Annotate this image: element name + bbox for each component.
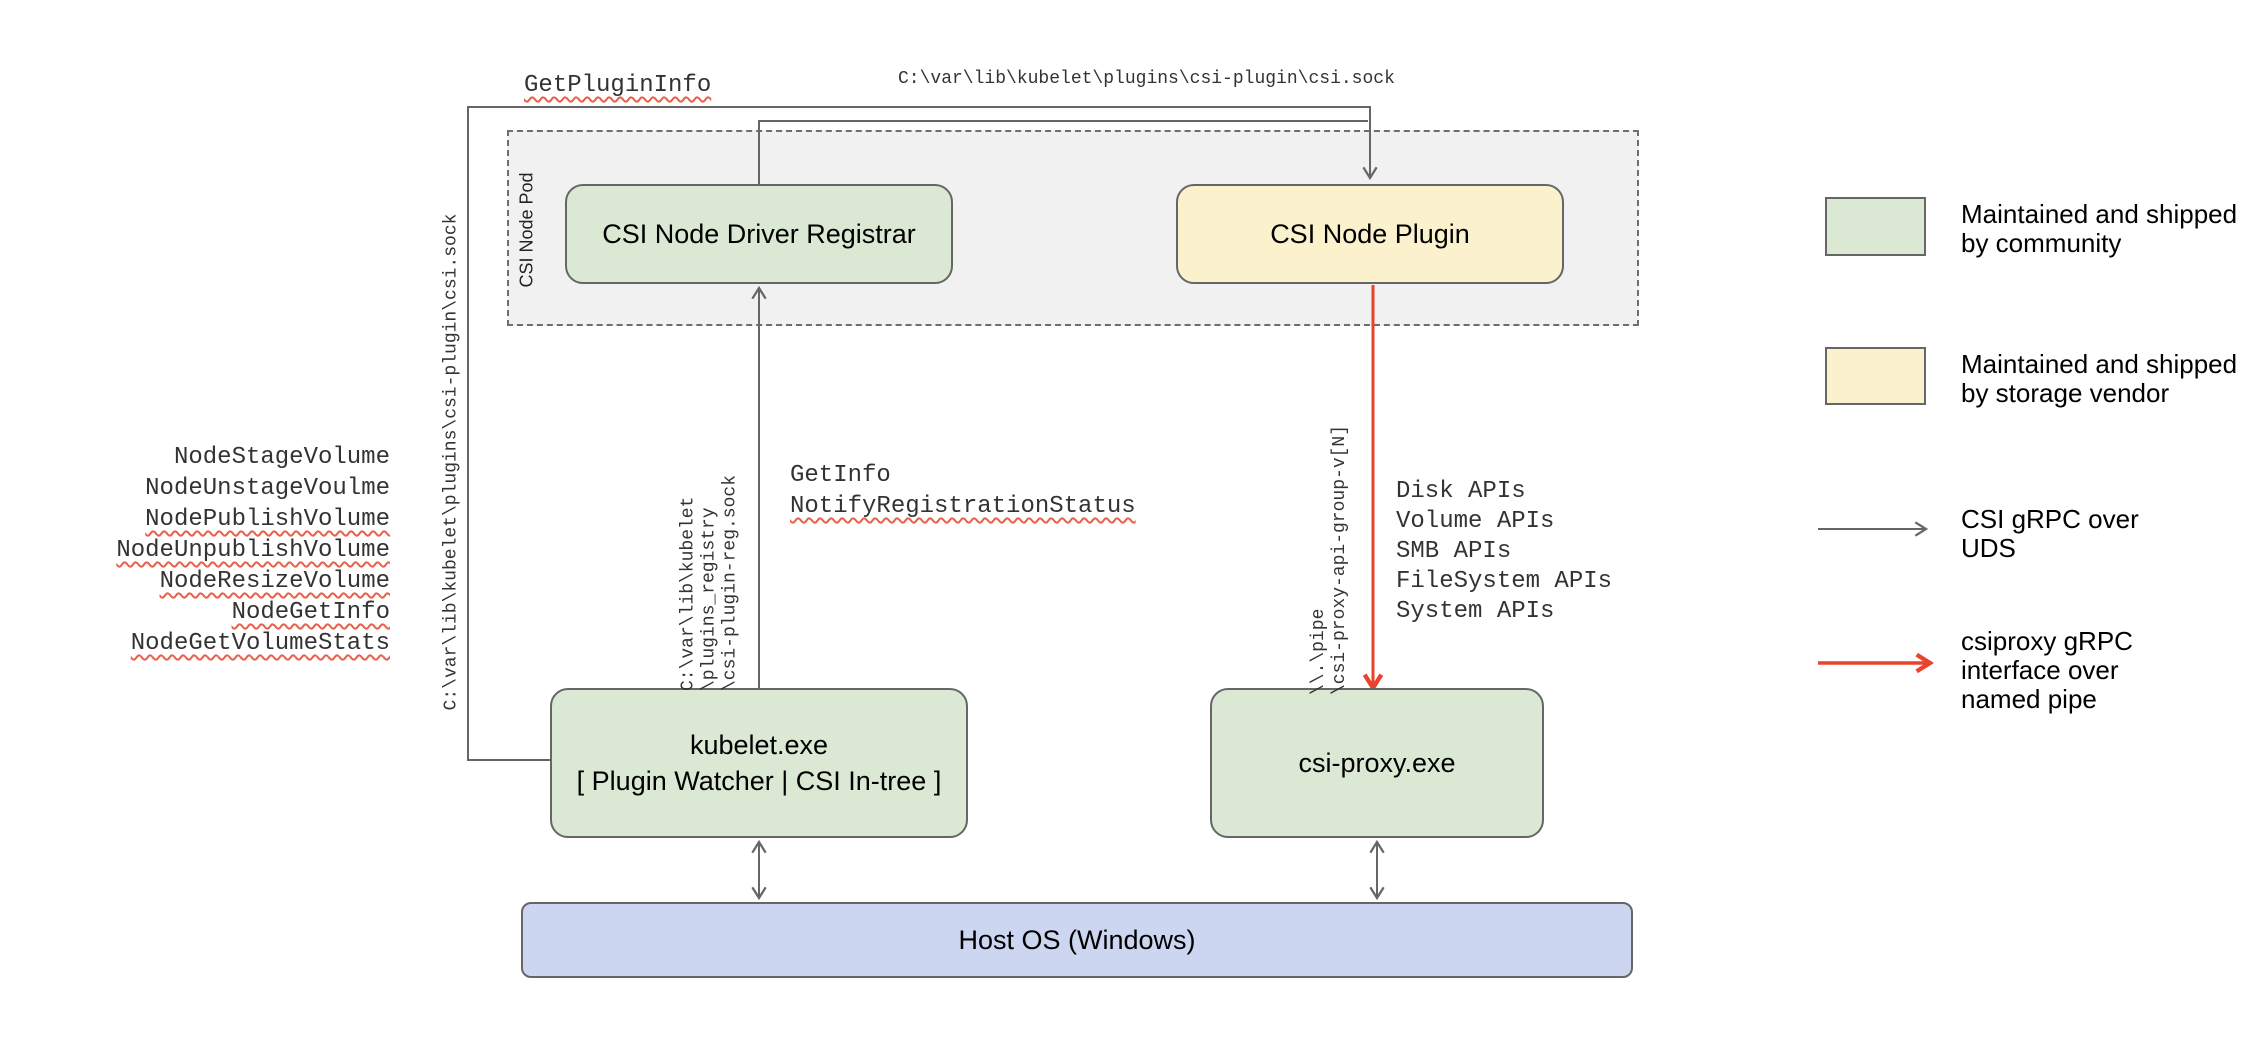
proxy-api-list: Disk APIs Volume APIs SMB APIs FileSyste… — [1396, 477, 1612, 627]
host-os-box: Host OS (Windows) — [521, 902, 1633, 978]
csi-proxy-box: csi-proxy.exe — [1210, 688, 1544, 838]
legend-line: Maintained and shipped — [1961, 349, 2238, 379]
node-rpc-item: NodeStageVolume — [173, 444, 390, 471]
csi-node-plugin-box: CSI Node Plugin — [1176, 184, 1564, 284]
kubelet-label-line1: kubelet.exe — [689, 730, 829, 760]
csi-proxy-label: csi-proxy.exe — [1298, 748, 1456, 778]
legend-line: by community — [1961, 228, 2122, 258]
legend-named-pipe-text: csiproxy gRPC interface over named pipe — [1961, 627, 2133, 714]
node-rpc-item: NodeGetInfo — [231, 599, 390, 626]
kubelet-label-line2: [ Plugin Watcher | CSI In-tree ] — [576, 766, 942, 796]
get-info-label: GetInfo — [790, 462, 891, 489]
legend-community-swatch — [1825, 197, 1926, 256]
legend-line: Maintained and shipped — [1961, 199, 2238, 229]
csi-node-plugin-label: CSI Node Plugin — [1270, 219, 1470, 249]
proxy-api-item: System APIs — [1396, 598, 1555, 625]
registry-sock-path-label: C:\var\lib\kubelet \plugins_registry \cs… — [679, 475, 742, 691]
node-rpc-item: NodeUnpublishVolume — [116, 537, 390, 564]
named-pipe-line: \\.\pipe — [1309, 608, 1329, 696]
named-pipe-path-label: \\.\pipe \csi-proxy-api-group-v[N] — [1309, 425, 1351, 695]
csi-node-pod-label: CSI Node Pod — [516, 172, 537, 288]
node-rpc-item: NodeUnstageVoulme — [145, 475, 390, 502]
proxy-api-item: Volume APIs — [1396, 508, 1555, 535]
registry-sock-line: C:\var\lib\kubelet — [678, 496, 699, 692]
named-pipe-line: \csi-proxy-api-group-v[N] — [1330, 424, 1350, 696]
legend-line: named pipe — [1961, 684, 2097, 714]
csi-node-driver-registrar-box: CSI Node Driver Registrar — [565, 184, 953, 284]
proxy-api-item: SMB APIs — [1396, 538, 1512, 565]
legend-line: by storage vendor — [1961, 378, 2170, 408]
legend-vendor-text: Maintained and shipped by storage vendor — [1961, 350, 2237, 408]
registry-sock-line: \csi-plugin-reg.sock — [720, 474, 741, 692]
legend-uds-text: CSI gRPC over UDS — [1961, 505, 2139, 563]
notify-registration-status-label: NotifyRegistrationStatus — [790, 493, 1136, 520]
proxy-api-item: FileSystem APIs — [1396, 568, 1613, 595]
node-rpc-list: NodeStageVolume NodeUnstageVoulme NodePu… — [100, 442, 390, 659]
proxy-api-item: Disk APIs — [1396, 478, 1526, 505]
get-plugin-info-label: GetPluginInfo — [524, 72, 712, 99]
csi-sock-path-left-label: C:\var\lib\kubelet\plugins\csi-plugin\cs… — [441, 213, 462, 711]
host-os-label: Host OS (Windows) — [958, 925, 1196, 955]
legend-community-text: Maintained and shipped by community — [1961, 200, 2237, 258]
csi-node-driver-registrar-label: CSI Node Driver Registrar — [602, 219, 916, 249]
legend-line: csiproxy gRPC — [1961, 626, 2133, 656]
registration-rpc-labels: GetInfo NotifyRegistrationStatus — [790, 460, 1136, 522]
node-rpc-item: NodePublishVolume — [145, 506, 390, 533]
node-rpc-item: NodeGetVolumeStats — [130, 630, 390, 657]
legend-vendor-swatch — [1825, 347, 1926, 405]
legend-line: UDS — [1961, 533, 2016, 563]
kubelet-box: kubelet.exe [ Plugin Watcher | CSI In-tr… — [550, 688, 968, 838]
csi-sock-path-top-label: C:\var\lib\kubelet\plugins\csi-plugin\cs… — [898, 69, 1395, 89]
legend-line: interface over — [1961, 655, 2119, 685]
legend-line: CSI gRPC over — [1961, 504, 2139, 534]
registry-sock-line: \plugins_registry — [699, 507, 720, 692]
node-rpc-item: NodeResizeVolume — [159, 568, 390, 595]
